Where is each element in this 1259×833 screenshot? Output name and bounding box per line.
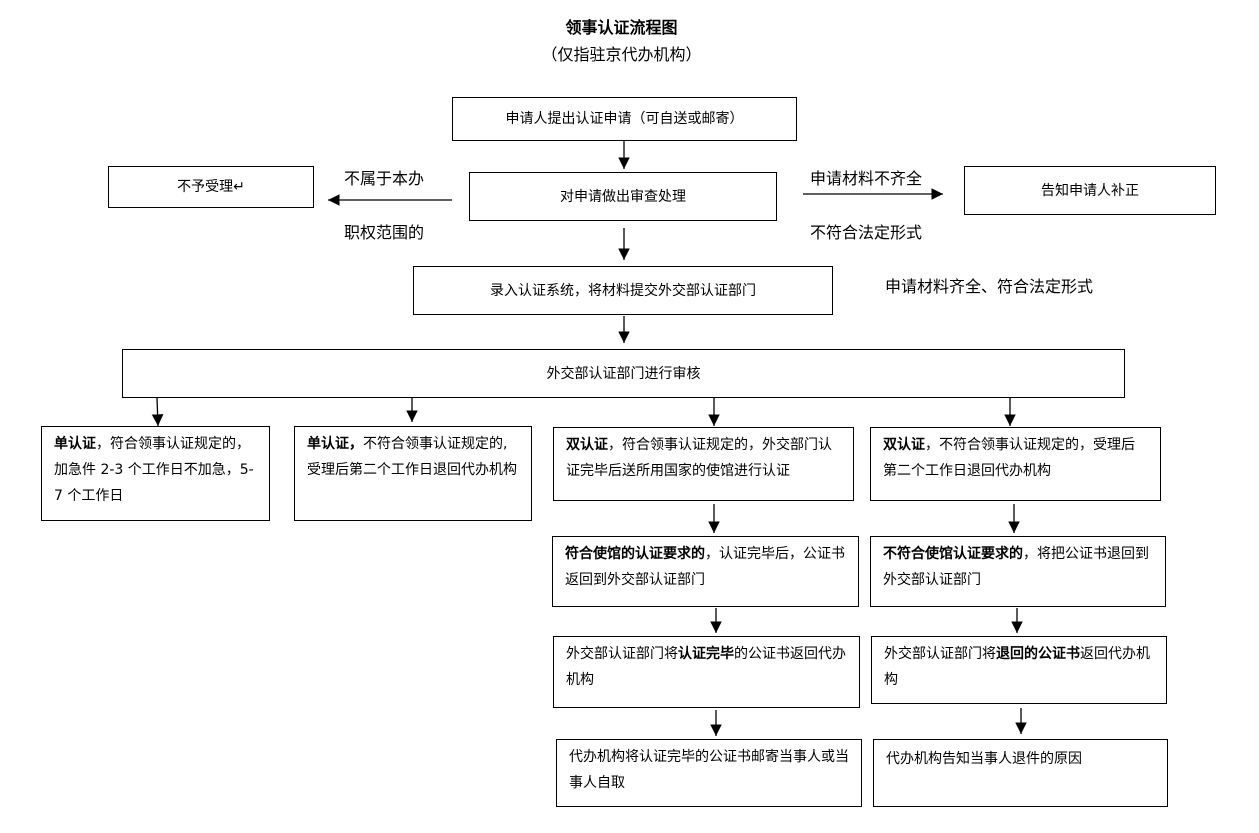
node-enter-system: 录入认证系统，将材料提交外交部认证部门 [413,266,833,315]
single-ok-bold: 单认证 [54,436,96,452]
node-apply: 申请人提出认证申请（可自送或邮寄） [452,97,797,141]
return-done-post: 的公证书返回代办机构 [566,646,846,688]
double-fail-text: ，不符合领事认证规定的，受理后第二个工作日退回代办机构 [883,437,1135,479]
diagram-subtitle: （仅指驻京代办机构） [541,45,702,64]
node-inform-party: 代办机构告知当事人退件的原因 [873,739,1168,807]
node-mail-party: 代办机构将认证完毕的公证书邮寄当事人或当事人自取 [556,739,862,807]
double-ok-bold: 双认证 [566,437,608,453]
label-complete: 申请材料齐全、符合法定形式 [885,277,1094,296]
node-embassy-fail: 不符合使馆认证要求的，将把公证书退回到外交部认证部门 [870,536,1166,607]
label-out-of-scope-line2: 职权范围的 [344,223,425,242]
label-incomplete-line1: 申请材料不齐全 [810,169,923,188]
arrow-audit-to-single-ok [151,397,164,427]
return-done-pre: 外交部认证部门将 [566,646,678,662]
embassy-ok-bold: 符合使馆的认证要求的 [565,546,705,562]
single-ok-text: ，符合领事认证规定的，加急件 2-3 个工作日不加急，5-7 个工作日 [54,436,254,504]
return-back-post: 返回代办机构 [884,646,1150,688]
embassy-fail-bold: 不符合使馆认证要求的 [883,546,1023,562]
label-out-of-scope-line1: 不属于本办 [344,169,425,188]
label-incomplete-line2: 不符合法定形式 [810,223,923,242]
node-reject: 不予受理↵ [108,166,314,208]
node-embassy-ok: 符合使馆的认证要求的，认证完毕后，公证书返回到外交部认证部门 [552,536,859,607]
node-double-fail: 双认证，不符合领事认证规定的，受理后第二个工作日退回代办机构 [870,427,1161,501]
node-double-ok: 双认证，符合领事认证规定的，外交部门认证完毕后送所用国家的使馆进行认证 [553,427,854,501]
embassy-fail-text: ，将把公证书退回到外交部认证部门 [883,546,1149,588]
node-notify-supplement: 告知申请人补正 [964,166,1216,215]
single-fail-bold: 单认证， [307,436,363,452]
node-review: 对申请做出审查处理 [469,172,777,221]
return-done-bold: 认证完毕 [678,646,734,662]
node-mfa-audit: 外交部认证部门进行审核 [122,349,1125,398]
node-single-fail: 单认证，不符合领事认证规定的,受理后第二个工作日退回代办机构 [294,426,532,521]
double-ok-text: ，符合领事认证规定的，外交部门认证完毕后送所用国家的使馆进行认证 [566,437,832,479]
double-fail-bold: 双认证 [883,437,925,453]
embassy-ok-text: ，认证完毕后，公证书返回到外交部认证部门 [565,546,845,588]
node-return-done: 外交部认证部门将认证完毕的公证书返回代办机构 [553,636,860,708]
node-return-back: 外交部认证部门将退回的公证书返回代办机构 [871,636,1167,704]
single-fail-text: 不符合领事认证规定的,受理后第二个工作日退回代办机构 [307,436,517,478]
diagram-title: 领事认证流程图 [565,18,678,37]
return-back-bold: 退回的公证书 [996,646,1080,662]
node-single-ok: 单认证，符合领事认证规定的，加急件 2-3 个工作日不加急，5-7 个工作日 [41,426,270,521]
return-back-pre: 外交部认证部门将 [884,646,996,662]
